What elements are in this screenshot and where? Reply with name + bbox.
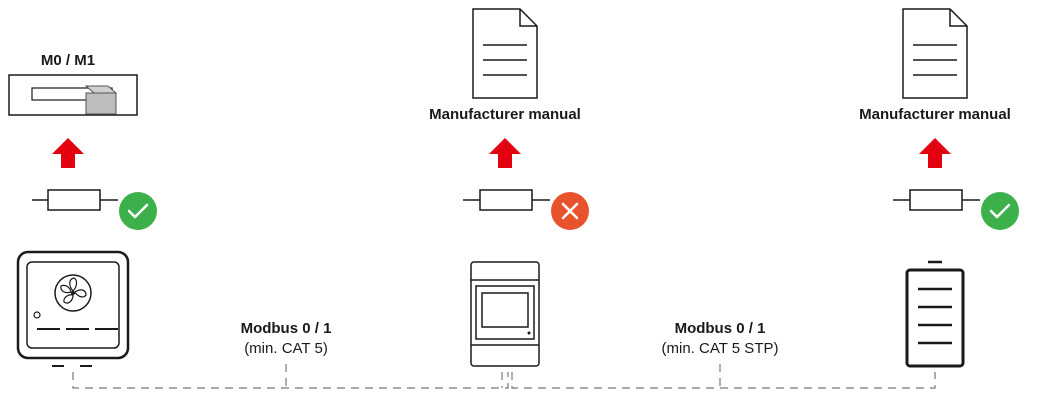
document-icon bbox=[902, 8, 968, 99]
modbus-link-1-subtitle: (min. CAT 5) bbox=[244, 340, 328, 357]
arrow-up-icon bbox=[52, 138, 84, 168]
resistor-icon bbox=[893, 189, 980, 211]
switch-title: M0 / M1 bbox=[40, 52, 96, 69]
energy-meter-icon bbox=[470, 261, 540, 367]
ok-check-icon bbox=[119, 192, 157, 230]
ok-check-icon bbox=[981, 192, 1019, 230]
modbus-cable bbox=[72, 364, 936, 389]
battery-icon bbox=[905, 260, 965, 368]
modbus-link-2-title: Modbus 0 / 1 bbox=[674, 320, 766, 337]
modbus-link-2-subtitle: (min. CAT 5 STP) bbox=[661, 340, 779, 357]
modbus-link-1-title: Modbus 0 / 1 bbox=[240, 320, 332, 337]
arrow-up-icon bbox=[489, 138, 521, 168]
mode-switch bbox=[8, 74, 138, 116]
switch-knob bbox=[85, 92, 117, 115]
arrow-up-icon bbox=[919, 138, 951, 168]
document-icon bbox=[472, 8, 538, 99]
resistor-icon bbox=[32, 189, 118, 211]
error-x-icon bbox=[551, 192, 589, 230]
resistor-icon bbox=[463, 189, 550, 211]
meter-manual-label: Manufacturer manual bbox=[429, 106, 581, 123]
battery-manual-label: Manufacturer manual bbox=[859, 106, 1011, 123]
inverter-icon bbox=[16, 250, 130, 367]
